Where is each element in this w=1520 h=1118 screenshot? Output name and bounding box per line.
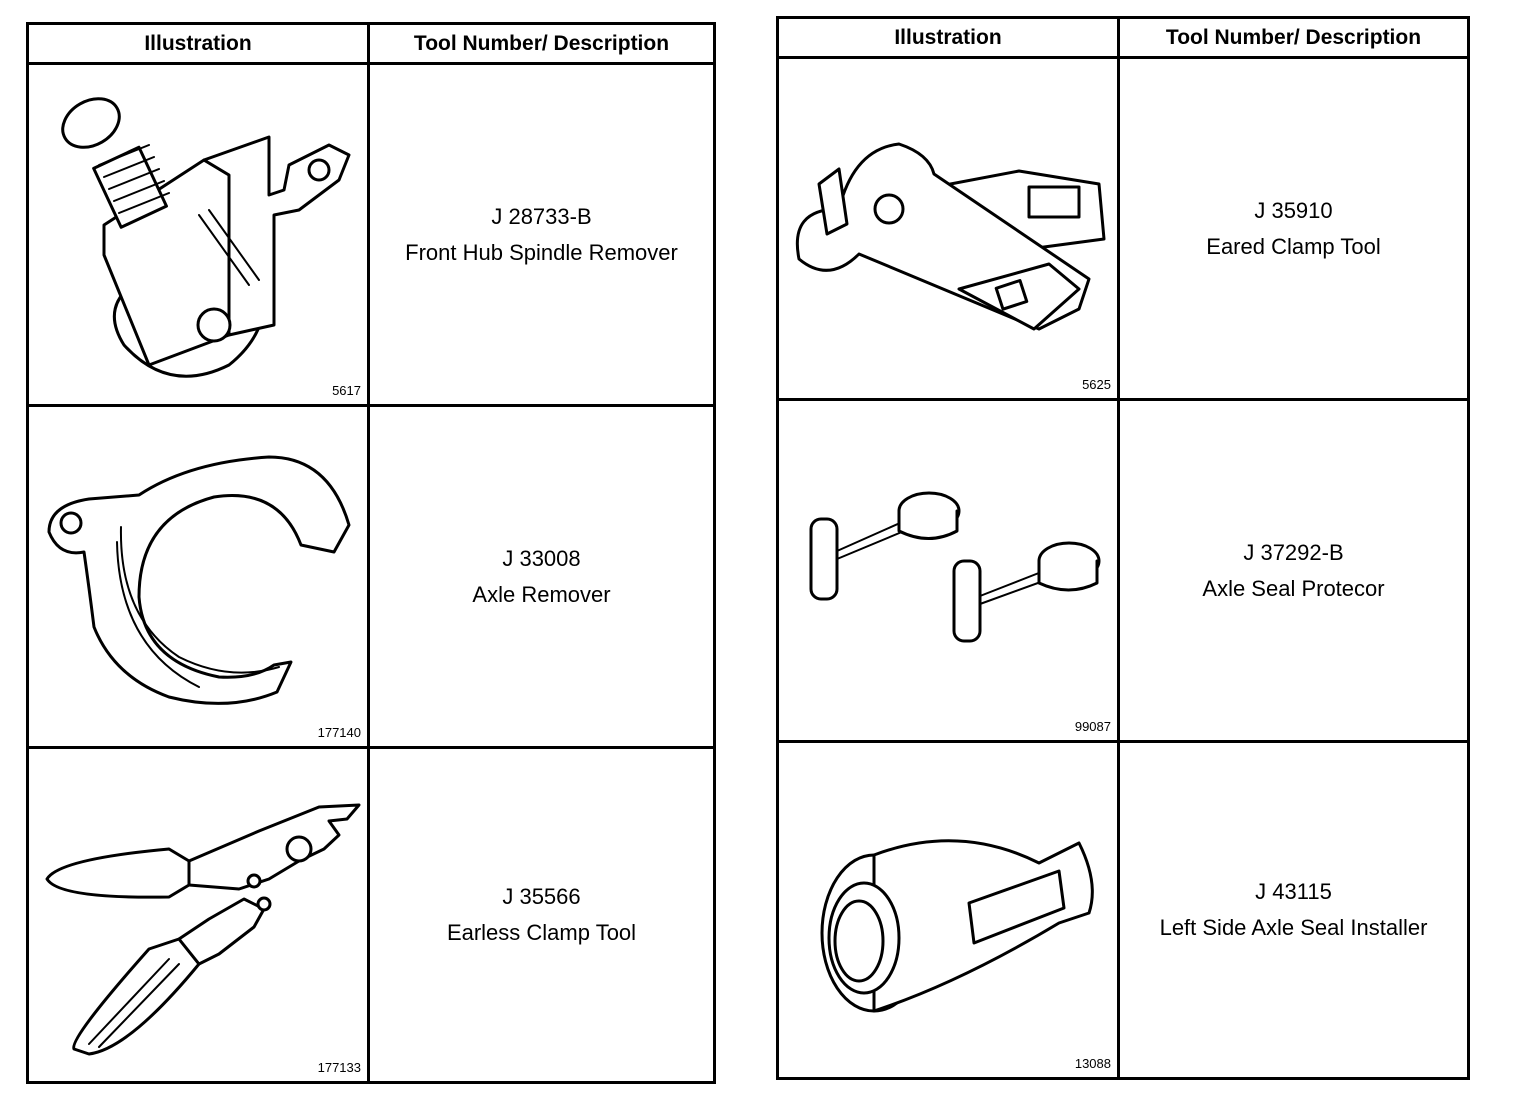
- figure-number: 177133: [317, 1060, 361, 1075]
- figure-number: 5625: [1082, 377, 1111, 392]
- tool-description-cell: J 35910 Eared Clamp Tool: [1120, 59, 1467, 398]
- tool-number: J 33008: [502, 545, 581, 571]
- table-row: 177133 J 35566 Earless Clamp Tool: [29, 749, 713, 1081]
- tool-description: Eared Clamp Tool: [1206, 233, 1381, 259]
- spindle-remover-illustration: [61, 97, 351, 378]
- tool-description: Earless Clamp Tool: [446, 920, 637, 945]
- tool-number: J 37292-B: [1243, 539, 1344, 565]
- illustration-cell: 177140: [29, 407, 367, 746]
- eared-clamp-tool-illustration: [795, 142, 1106, 331]
- tool-description-cell: J 35566 Earless Clamp Tool: [370, 749, 713, 1081]
- illustration-cell: 99087: [779, 401, 1117, 740]
- tool-description-cell: J 28733-B Front Hub Spindle Remover: [370, 65, 713, 404]
- illustration-cell: 177133: [29, 749, 367, 1081]
- figure-number: 13088: [1074, 1056, 1111, 1071]
- table-row: 99087 J 37292-B Axle Seal Protecor: [779, 401, 1467, 743]
- table-row: 13088 J 43115 Left Side Axle Seal Instal…: [779, 743, 1467, 1077]
- header-tool: Tool Number/ Description: [1165, 25, 1422, 49]
- table-row: 5617 J 28733-B Front Hub Spindle Remover: [29, 65, 713, 407]
- table-row: 177140 J 33008 Axle Remover: [29, 407, 713, 749]
- tool-table-left: Illustration Tool Number/ Description: [26, 22, 716, 1084]
- illustration-cell: 13088: [779, 743, 1117, 1077]
- tool-description: Axle Seal Protecor: [1202, 575, 1385, 601]
- illustration-cell: 5625: [779, 59, 1117, 398]
- tool-description-cell: J 37292-B Axle Seal Protecor: [1120, 401, 1467, 740]
- tool-description-cell: J 33008 Axle Remover: [370, 407, 713, 746]
- axle-remover-illustration: [47, 455, 351, 705]
- header-illustration: Illustration: [894, 25, 1002, 49]
- tool-number: J 28733-B: [491, 203, 592, 229]
- table-row: 5625 J 35910 Eared Clamp Tool: [779, 59, 1467, 401]
- tool-description: Left Side Axle Seal Installer: [1159, 915, 1428, 940]
- earless-clamp-plier-illustration: [45, 803, 361, 1056]
- header-tool: Tool Number/ Description: [413, 31, 670, 55]
- seal-installer-illustration: [820, 839, 1094, 1013]
- figure-number: 99087: [1074, 719, 1111, 734]
- header-illustration: Illustration: [144, 31, 252, 55]
- axle-seal-protector-illustration: [809, 491, 1101, 643]
- tool-description: Axle Remover: [472, 581, 611, 607]
- tool-number: J 35566: [502, 884, 581, 909]
- tool-description: Front Hub Spindle Remover: [405, 239, 678, 265]
- figure-number: 5617: [332, 383, 361, 398]
- tool-number: J 43115: [1255, 879, 1332, 904]
- tool-table-right: Illustration Tool Number/ Description 56…: [776, 16, 1470, 1080]
- table-header: Illustration Tool Number/ Description: [29, 25, 713, 65]
- tool-description-cell: J 43115 Left Side Axle Seal Installer: [1120, 743, 1467, 1077]
- figure-number: 177140: [317, 725, 361, 740]
- illustration-cell: 5617: [29, 65, 367, 404]
- tool-number: J 35910: [1254, 197, 1333, 223]
- table-header: Illustration Tool Number/ Description: [779, 19, 1467, 59]
